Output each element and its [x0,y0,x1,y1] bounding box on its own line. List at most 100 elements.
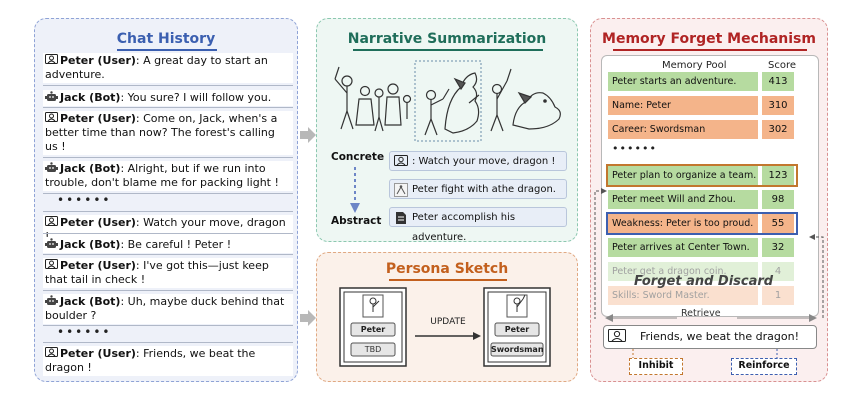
message-divider [43,233,293,234]
chat-message-bot: Jack (Bot): You sure? I will follow you. [43,90,293,106]
inhibit-button: Inhibit [629,358,683,375]
group-scene-icon [334,66,412,132]
memory-item-forgotten: Peter get a dragon coin. [608,262,758,281]
message-divider [43,254,293,255]
memory-score-forgotten: 1 [762,286,794,305]
arrow-right-icon [300,310,316,326]
user-avatar-icon [394,155,408,166]
persona-role-before: TBD [364,345,382,354]
chat-history-title: Chat History [116,31,216,47]
bot-avatar-icon [45,295,58,305]
memory-score: 310 [762,96,794,115]
message-divider [43,325,293,326]
query-text: Friends, we beat the dragon! [640,330,800,343]
memory-ellipsis: •••••• [612,142,657,155]
message-divider [43,85,293,86]
chat-title-underline [117,49,217,51]
chat-message-user: Peter (User): A great day to start an ad… [43,53,293,83]
persona-title: Persona Sketch [385,261,509,277]
chat-message-user: Peter (User): I've got this—just keep th… [43,258,293,288]
bot-avatar-icon [45,91,58,101]
memory-item: Peter starts an adventure. [608,72,758,91]
memory-score: 98 [762,190,794,209]
narrative-row-abstract: Peter accomplish his adventure. [389,207,567,243]
chat-ellipsis: •••••• [57,193,112,207]
query-box: Friends, we beat the dragon! [603,325,817,349]
chat-message-user: Peter (User): Watch your move, dragon ! [43,215,293,245]
user-avatar-icon [45,347,58,357]
memory-item: Peter plan to organize a team. [608,166,758,185]
story-illustration [334,60,561,142]
fight-scene-icon [394,183,408,197]
narrative-summarization-panel: Narrative Summarization Concrete Abs [316,18,578,243]
narrative-title: Narrative Summarization [347,31,547,47]
persona-card-after: Peter Swordsman [483,287,551,367]
persona-name-before: Peter [360,325,386,334]
persona-name-after: Peter [504,325,530,334]
persona-role-after: Swordsman [491,345,544,354]
abstraction-down-arrow-icon [350,167,360,213]
message-divider [43,211,293,212]
message-divider [43,157,293,158]
bot-avatar-icon [45,162,58,172]
persona-card-before: Peter TBD [339,287,407,367]
reinforce-highlight-box [606,212,798,235]
chat-message-user: Peter (User): Friends, we beat the drago… [43,346,293,376]
update-label: UPDATE [430,317,466,327]
narrative-title-underline [353,49,543,51]
memory-item: Peter arrives at Center Town. [608,238,758,257]
inhibit-highlight-box [606,164,798,187]
feedback-arrows [594,188,824,319]
chat-ellipsis: •••••• [57,325,112,339]
chat-message-user: Peter (User): Come on, Jack, when's a be… [43,111,293,155]
bot-avatar-icon [45,238,58,248]
memory-score: 302 [762,120,794,139]
memory-title: Memory Forget Mechanism [602,31,816,47]
arrow-right-icon [300,127,316,143]
knight-victory-scene-icon [490,68,561,132]
score-header: Score [768,60,797,71]
memory-score: 123 [762,166,794,185]
user-avatar-icon [45,112,58,122]
chat-message-bot: Jack (Bot): Uh, maybe duck behind that b… [43,294,293,324]
retrieve-arrow-icon [605,314,817,322]
abstract-label: Abstract [331,215,382,227]
memory-pool-header: Memory Pool [662,60,727,71]
update-arrow-icon [415,332,481,340]
memory-score: 55 [762,214,794,233]
memory-forget-panel: Memory Forget Mechanism Memory Pool Scor… [590,18,828,382]
message-divider [43,342,293,343]
forget-and-discard-label: Forget and Discard [634,274,774,289]
document-icon [396,212,406,224]
message-divider [43,193,293,194]
memory-pool: Memory Pool Score Peter starts an advent… [601,55,819,317]
memory-score: 413 [762,72,794,91]
scroll-frame-icon [339,287,407,367]
message-divider [43,290,293,291]
user-avatar-icon [45,216,58,226]
narrative-row-concrete: : Watch your move, dragon ! [389,151,567,171]
memory-item: Career: Swordsman [608,120,758,139]
concrete-label: Concrete [331,151,385,163]
memory-item: Name: Peter [608,96,758,115]
query-connectors [632,349,778,359]
memory-item-forgotten: Skills: Sword Master. [608,286,758,305]
chat-message-bot: Jack (Bot): Alright, but if we run into … [43,161,293,191]
narrative-row-event: Peter fight with athe dragon. [389,179,567,199]
user-avatar-icon [45,259,58,269]
persona-sketch-panel: Persona Sketch Peter TBD UPDATE Peter Sw… [316,252,578,382]
memory-score-forgotten: 4 [762,262,794,281]
user-avatar-icon [608,329,626,342]
memory-item: Weakness: Peter is too proud. [608,214,758,233]
message-divider [43,107,293,108]
reinforce-button: Reinforce [731,358,797,375]
memory-item: Peter meet Will and Zhou. [608,190,758,209]
memory-score: 32 [762,238,794,257]
chat-history-panel: Chat History Peter (User): A great day t… [34,18,298,382]
retrieve-label: Retrieve [681,308,721,319]
knight-dragon-scene-icon [424,72,480,136]
user-avatar-icon [45,54,58,64]
persona-title-underline [389,279,507,281]
chat-message-bot: Jack (Bot): Be careful ! Peter ! [43,237,293,253]
scroll-frame-icon [483,287,551,367]
